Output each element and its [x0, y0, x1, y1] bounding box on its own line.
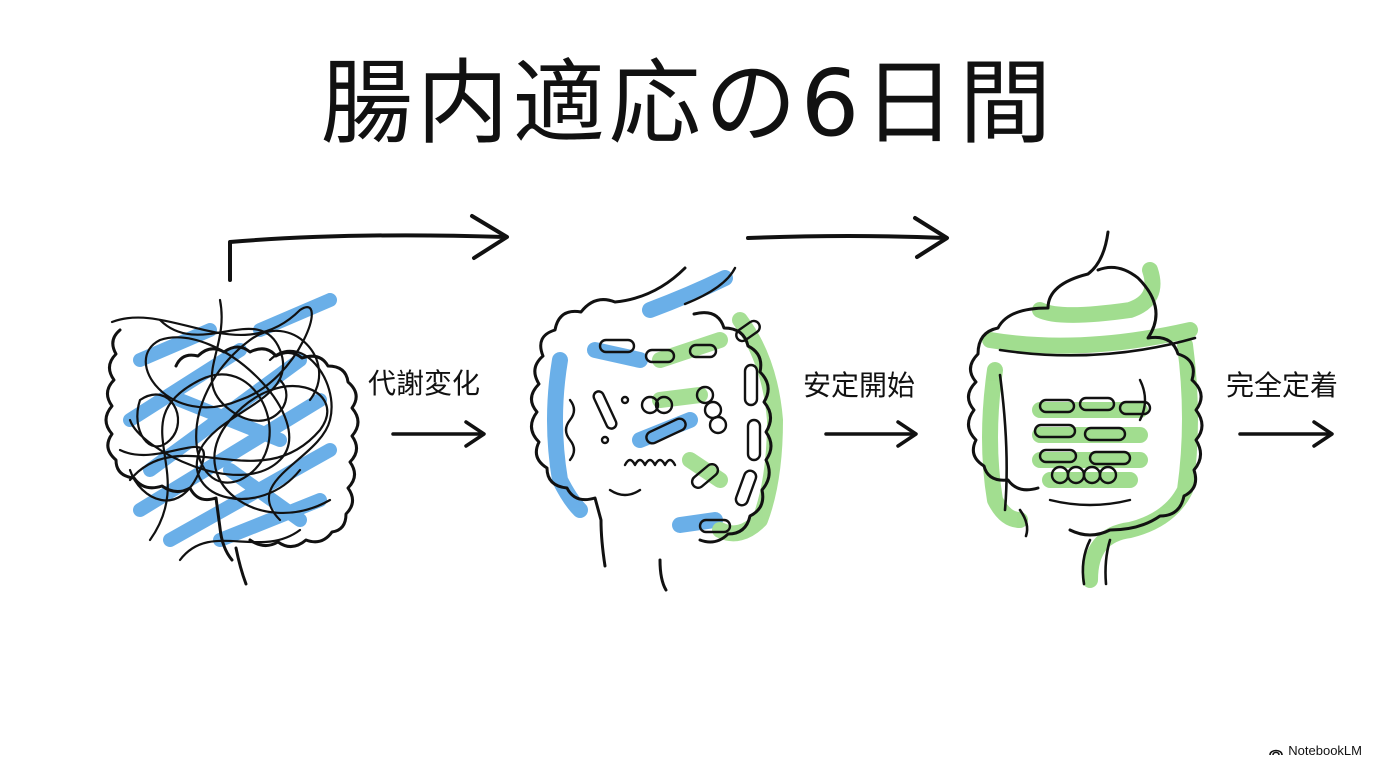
side-arrow-2: [824, 420, 918, 448]
notebooklm-watermark: NotebookLM: [1269, 743, 1362, 758]
watermark-text: NotebookLM: [1288, 743, 1362, 758]
stage-3-outline: [967, 230, 1204, 537]
side-arrow-3: [1238, 420, 1334, 448]
notebooklm-logo-icon: [1269, 749, 1284, 755]
intestine-stage-3-icon: [967, 230, 1204, 588]
intestine-stage-2-icon: [530, 266, 783, 592]
page-title: 腸内適応の6日間: [320, 50, 1056, 157]
intestine-stage-1-icon: [104, 293, 360, 586]
stage-1-label: 代謝変化: [368, 367, 481, 400]
top-arrow-1: [228, 214, 509, 282]
stage-2-outline: [530, 266, 773, 592]
stage-2-label: 安定開始: [803, 369, 916, 402]
side-arrow-1: [391, 420, 486, 448]
stage-1-outline: [104, 328, 360, 586]
top-arrow-2: [746, 216, 949, 259]
stage-3-label: 完全定着: [1226, 369, 1339, 402]
